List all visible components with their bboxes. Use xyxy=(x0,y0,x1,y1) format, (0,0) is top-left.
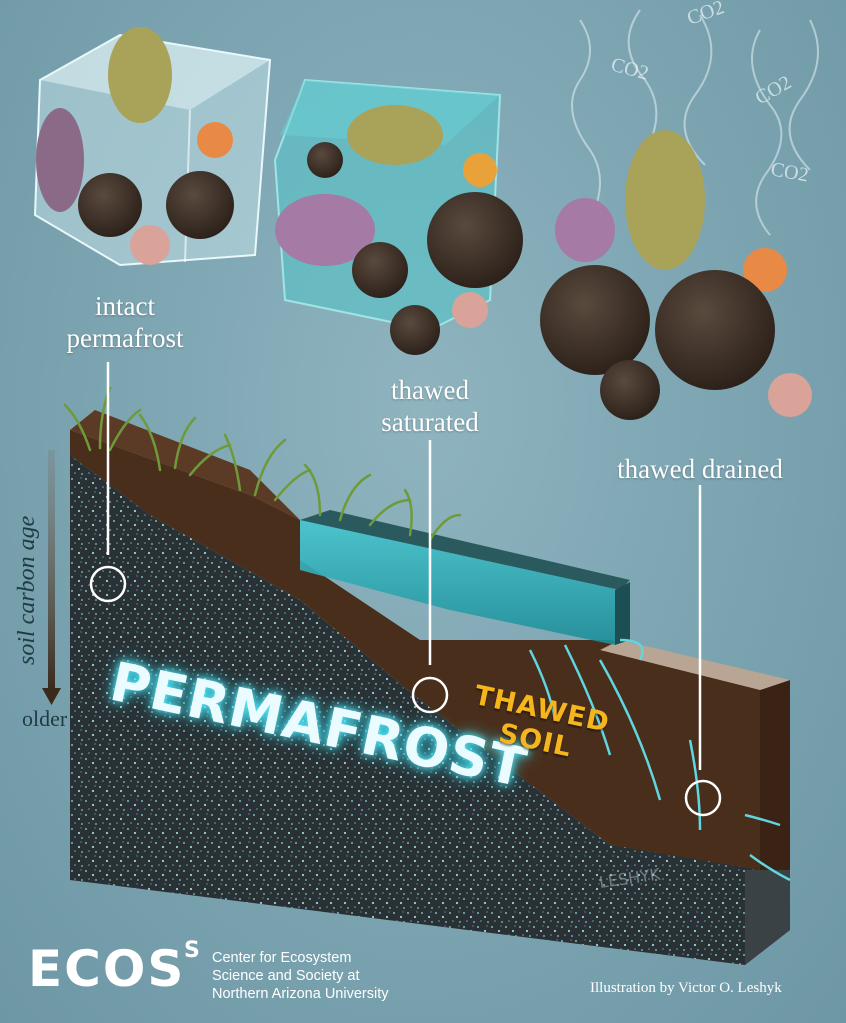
drainage-arrows xyxy=(528,638,791,882)
pointer-drained xyxy=(684,485,722,817)
drained-microbes xyxy=(540,130,812,420)
org-line: Science and Society at xyxy=(212,968,360,984)
water-cube-saturated xyxy=(273,78,523,355)
soil-block xyxy=(70,410,790,965)
ice-cube-intact xyxy=(33,27,272,267)
label-thawed-saturated: thawed saturated xyxy=(355,374,505,438)
soil-carbon-age-axis-label: soil carbon age xyxy=(14,515,40,665)
label-thawed-drained: thawed drained xyxy=(585,453,815,485)
co2-label: CO2 xyxy=(609,54,651,85)
label-saturated-line2: saturated xyxy=(381,407,479,437)
label-intact-line1: intact xyxy=(95,291,155,321)
pointer-intact xyxy=(89,362,127,603)
ecos-logo: ECOS xyxy=(28,940,186,998)
grass-tufts xyxy=(63,386,462,542)
org-line: Center for Ecosystem xyxy=(212,950,352,966)
age-axis-arrow xyxy=(42,450,61,705)
pointer-saturated xyxy=(411,440,449,714)
label-intact-permafrost: intact permafrost xyxy=(55,290,195,354)
ecos-logo-superscript: S xyxy=(184,938,200,963)
organization-name: Center for Ecosystem Science and Society… xyxy=(212,949,389,1003)
label-saturated-line1: thawed xyxy=(391,375,469,405)
label-drained-text: thawed drained xyxy=(617,454,783,484)
org-line: Northern Arizona University xyxy=(212,986,389,1002)
illustration-credit: Illustration by Victor O. Leshyk xyxy=(590,980,782,996)
older-label: older xyxy=(22,706,68,731)
label-intact-line2: permafrost xyxy=(66,323,184,353)
co2-label: CO2 xyxy=(752,71,796,109)
